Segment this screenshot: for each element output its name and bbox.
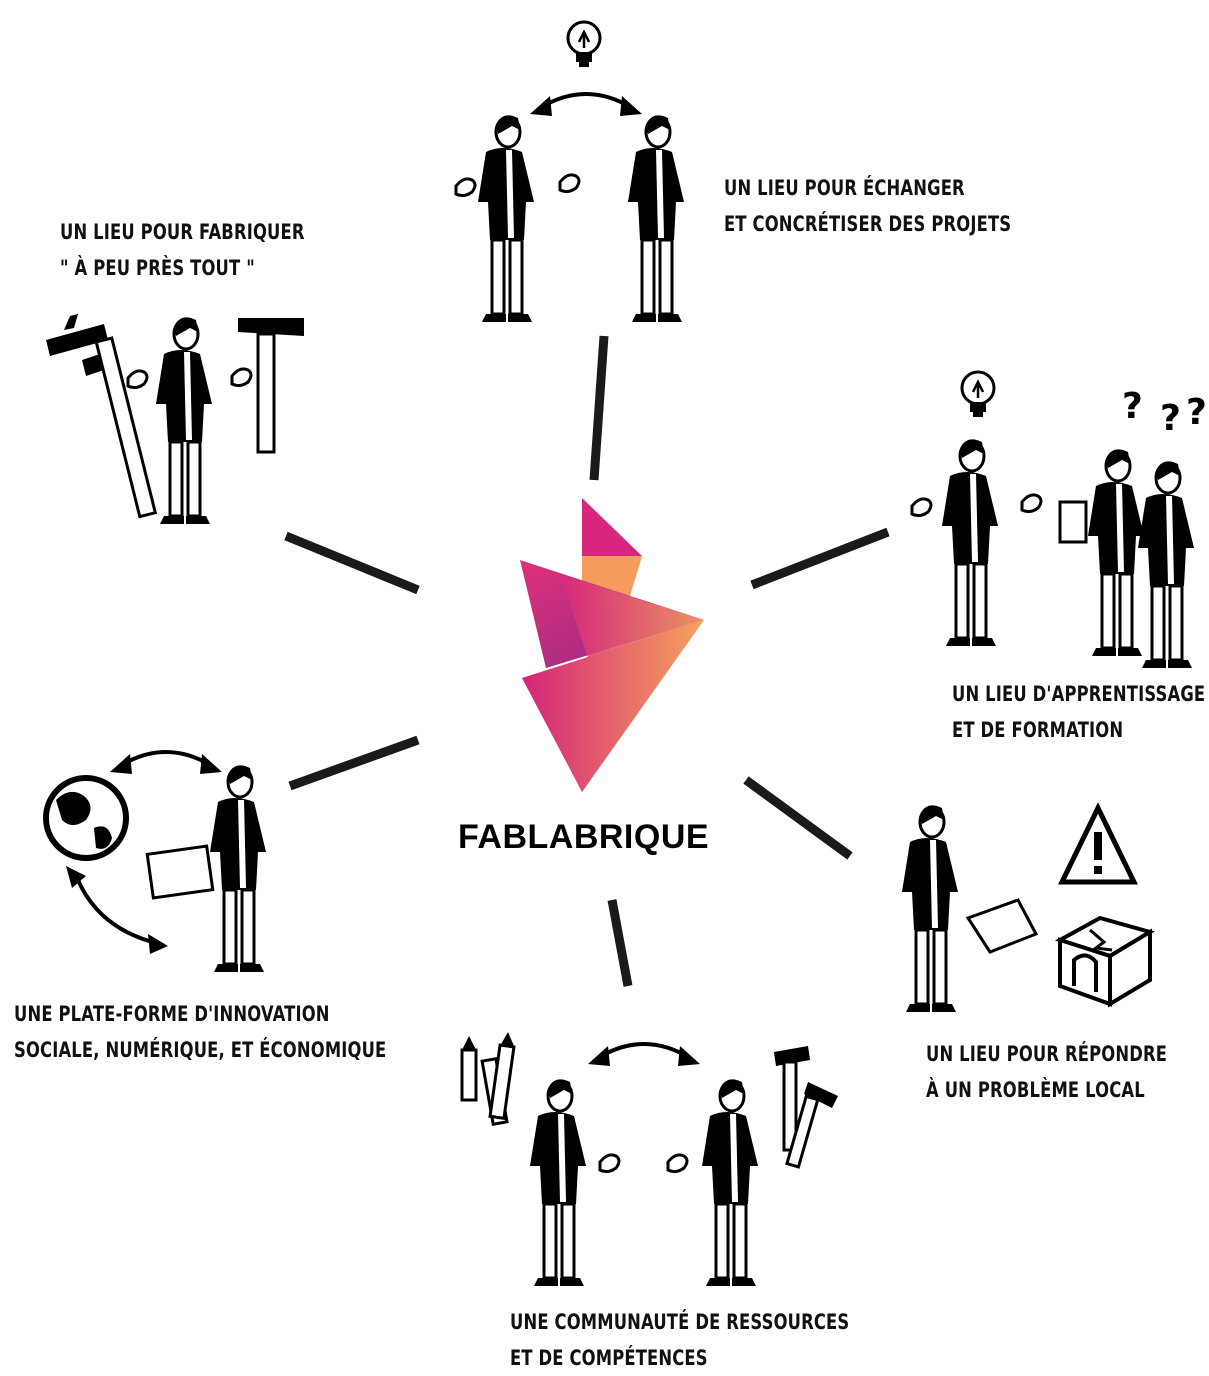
logo-shard-bottom [522, 620, 704, 792]
caption-communaute-line2: ET DE COMPÉTENCES [510, 1346, 708, 1370]
caption-fabriquer: UN LIEU POUR FABRIQUER " À PEU PRÈS TOUT… [60, 214, 305, 286]
center-title: FABLABRIQUE [458, 818, 710, 856]
fablabrique-logo [520, 498, 704, 792]
teacher-learners-icon: ? ? ? [910, 370, 1207, 670]
warning-house-icon [900, 802, 1156, 1014]
caption-fabriquer-line2: " À PEU PRÈS TOUT " [60, 256, 255, 280]
connector-communaute [607, 899, 633, 987]
hammer-icon [238, 318, 304, 454]
caption-fabriquer-line1: UN LIEU POUR FABRIQUER [60, 220, 305, 244]
notebook-icon [1058, 500, 1088, 544]
person-tools-icon [46, 314, 304, 526]
caption-innovation-line2: SOCIALE, NUMÉRIQUE, ET ÉCONOMIQUE [14, 1038, 387, 1062]
caption-innovation: UNE PLATE-FORME D'INNOVATION SOCIALE, NU… [14, 996, 386, 1068]
caption-apprentissage-line2: ET DE FORMATION [952, 718, 1124, 742]
caption-probleme-line2: À UN PROBLÈME LOCAL [926, 1078, 1145, 1102]
caption-communaute: UNE COMMUNAUTÉ DE RESSOURCES ET DE COMPÉ… [510, 1304, 849, 1376]
caption-echanger-line2: ET CONCRÉTISER DES PROJETS [724, 212, 1012, 236]
logo-shard-top [582, 498, 642, 556]
connector-echanger [589, 335, 609, 481]
laptop-icon [145, 844, 215, 900]
warning-sign-icon [1058, 802, 1138, 885]
caption-innovation-line1: UNE PLATE-FORME D'INNOVATION [14, 1002, 330, 1026]
question-mark-1: ? [1122, 386, 1143, 427]
caption-probleme: UN LIEU POUR RÉPONDRE À UN PROBLÈME LOCA… [926, 1036, 1167, 1108]
connector-apprentissage [750, 527, 890, 590]
caliper-icon [46, 314, 158, 519]
caption-apprentissage-line1: UN LIEU D'APPRENTISSAGE [952, 682, 1206, 706]
caption-probleme-line1: UN LIEU POUR RÉPONDRE [926, 1042, 1168, 1066]
two-people-idea-icon [454, 20, 686, 324]
pencils-icon [460, 1032, 516, 1126]
connector-fabriquer [284, 531, 420, 595]
map-icon [965, 898, 1039, 954]
connector-lines [284, 335, 890, 987]
broken-house-icon [1054, 915, 1156, 1008]
connector-innovation [288, 735, 420, 791]
connector-probleme [743, 776, 853, 860]
caption-communaute-line1: UNE COMMUNAUTÉ DE RESSOURCES [510, 1310, 850, 1334]
question-mark-2: ? [1160, 398, 1181, 439]
caption-echanger: UN LIEU POUR ÉCHANGER ET CONCRÉTISER DES… [724, 170, 1011, 242]
question-mark-3: ? [1186, 392, 1207, 433]
caption-echanger-line1: UN LIEU POUR ÉCHANGER [724, 176, 965, 200]
tools-icon [774, 1046, 838, 1169]
globe-icon [43, 775, 129, 861]
globe-laptop-icon [43, 750, 268, 974]
logo-shard-middle-overlay [560, 574, 704, 664]
community-exchange-icon [460, 1032, 838, 1288]
caption-apprentissage: UN LIEU D'APPRENTISSAGE ET DE FORMATION [952, 676, 1205, 748]
